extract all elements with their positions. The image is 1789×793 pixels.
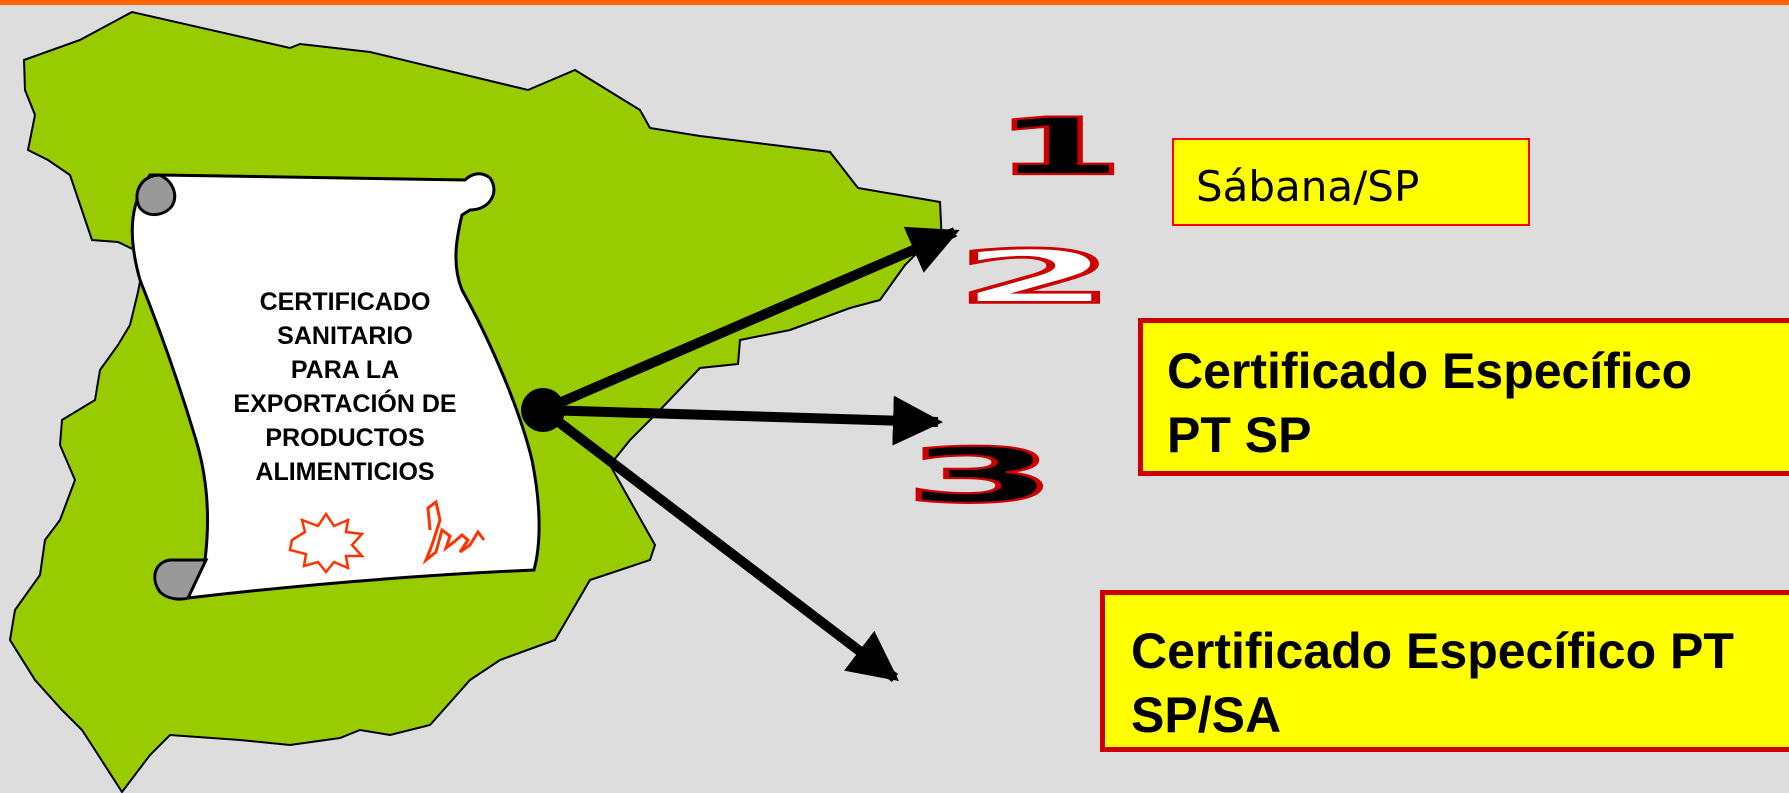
certificate-line: ALIMENTICIOS — [255, 458, 435, 486]
option-1-number: 1 — [993, 102, 1125, 193]
option-2-label-line1: Certificado Específico — [1167, 343, 1693, 399]
option-3-label-line2: SP/SA — [1131, 687, 1282, 743]
top-accent-line — [0, 0, 1789, 5]
certificate-line: PARA LA — [290, 356, 400, 384]
arrow-to-3 — [539, 406, 899, 682]
option-2-number: 2 — [955, 235, 1116, 320]
option-3-number: 3 — [904, 432, 1057, 520]
option-3-label-line1: Certificado Específico PT — [1131, 623, 1734, 679]
option-2-box: Certificado Específico PT SP — [1138, 318, 1789, 476]
certificate-line: SANITARIO — [277, 322, 413, 350]
option-2-label-line2: PT SP — [1167, 407, 1312, 463]
certificate-line: EXPORTACIÓN DE — [233, 390, 457, 418]
scroll-document-icon — [130, 172, 541, 601]
option-3-box: Certificado Específico PT SP/SA — [1100, 590, 1789, 752]
option-1-label: Sábana/SP — [1196, 162, 1420, 211]
arrow-to-2 — [542, 395, 943, 446]
option-1-box: Sábana/SP — [1172, 138, 1530, 226]
certificate-title: CERTIFICADO SANITARIO PARA LA EXPORTACIÓ… — [195, 285, 495, 489]
stamp-icon — [288, 511, 365, 575]
signature-icon — [422, 499, 486, 565]
certificate-line: PRODUCTOS — [265, 424, 425, 452]
arrow-to-1 — [541, 226, 960, 415]
certificate-line: CERTIFICADO — [259, 288, 431, 316]
